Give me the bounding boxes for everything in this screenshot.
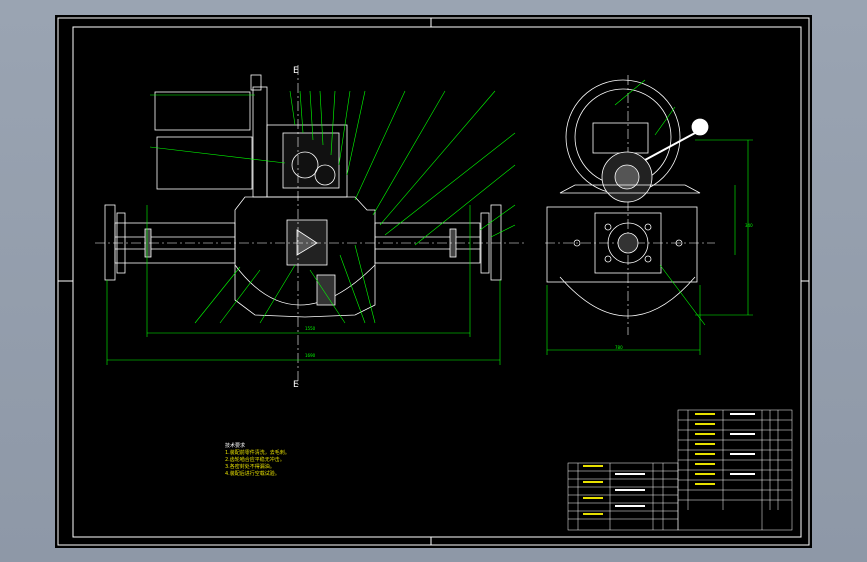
bolt-3 xyxy=(604,255,612,263)
axle-bearing-outer xyxy=(607,222,649,264)
gear-1 xyxy=(291,151,319,179)
axle-flange-square xyxy=(594,212,662,274)
motor-flange-top xyxy=(250,74,262,91)
bom-text-marks xyxy=(583,413,715,515)
motor-lower-block xyxy=(156,136,253,190)
side-housing-top xyxy=(559,184,701,194)
leader-l xyxy=(379,90,496,226)
dim-text-4: 340 xyxy=(745,223,753,228)
leader-g xyxy=(330,90,336,156)
bevel-gear xyxy=(296,229,318,256)
note-line-3: 3.各密封处不得漏油。 xyxy=(225,464,275,470)
lever-knob xyxy=(691,118,709,136)
leader-c xyxy=(289,90,296,126)
leader-p xyxy=(490,224,516,238)
side-leaders xyxy=(546,79,753,355)
notes-title: 技术要求 xyxy=(225,443,246,449)
gear-housing-flange xyxy=(252,86,268,198)
leader-j xyxy=(354,90,406,201)
leader-o xyxy=(479,204,516,231)
leader-r xyxy=(219,269,261,324)
parts-list-right xyxy=(677,409,793,531)
bom-table-left xyxy=(567,462,679,531)
leader-h xyxy=(338,90,351,166)
leader-n xyxy=(414,164,516,246)
dim-text-1: 1550 xyxy=(305,326,316,331)
gear-train xyxy=(282,132,340,189)
side-leader-a xyxy=(614,79,646,106)
leader-d xyxy=(299,90,304,134)
leader-k xyxy=(372,90,446,216)
note-line-1: 1.装配前零件清洗，去毛刺。 xyxy=(225,450,290,456)
ring-gear-section xyxy=(316,274,336,306)
side-leader-c xyxy=(659,264,706,326)
side-leader-b xyxy=(654,106,676,136)
dim-text-3: 780 xyxy=(615,345,623,350)
bolt-1 xyxy=(604,223,612,231)
leader-f xyxy=(319,90,324,146)
bolt-5 xyxy=(573,239,581,247)
center-lines xyxy=(95,65,715,385)
differential-housing xyxy=(234,196,376,318)
dim-text-2: 1690 xyxy=(305,353,316,358)
assembly-drawing-canvas: E E xyxy=(57,17,810,546)
leader-lines xyxy=(106,90,516,365)
leader-t xyxy=(309,269,346,324)
left-hub-flange xyxy=(104,204,116,281)
leader-m xyxy=(384,132,516,236)
side-housing-arc xyxy=(559,276,696,317)
leader-s xyxy=(259,264,296,324)
gear-2 xyxy=(314,164,336,186)
parts-list-left xyxy=(567,462,679,531)
note-line-4: 4.装配后进行空载试验。 xyxy=(225,471,280,477)
bolt-2 xyxy=(644,223,652,231)
section-mark-top: E xyxy=(293,66,299,76)
bom-desc-marks xyxy=(615,413,755,507)
right-hub-flange xyxy=(490,204,502,281)
leader-v xyxy=(354,244,376,324)
reducer-shaft xyxy=(614,164,640,190)
leader-e xyxy=(309,90,314,141)
drawing-sheet[interactable]: E E xyxy=(55,15,812,548)
dimension-texts: 1550 1690 780 340 xyxy=(305,223,753,358)
leader-b xyxy=(149,146,286,164)
bolt-4 xyxy=(644,255,652,263)
housing-arc xyxy=(234,264,376,306)
leader-u xyxy=(339,254,366,324)
axle-bore xyxy=(617,232,639,254)
note-line-2: 2.齿轮啮合应平稳无冲击。 xyxy=(225,457,285,463)
motor-terminal-box xyxy=(592,122,649,154)
section-mark-bottom: E xyxy=(293,380,299,390)
leader-i xyxy=(346,90,366,176)
front-section-view xyxy=(104,74,502,318)
bolt-6 xyxy=(675,239,683,247)
leader-q xyxy=(194,266,241,324)
hand-lever xyxy=(644,132,696,161)
side-view xyxy=(546,79,709,317)
technical-notes: 技术要求 1.装配前零件清洗，去毛刺。 2.齿轮啮合应平稳无冲击。 3.各密封处… xyxy=(225,443,465,478)
inner-border xyxy=(72,26,802,538)
motor-block xyxy=(154,91,251,131)
side-housing-body xyxy=(546,206,698,283)
